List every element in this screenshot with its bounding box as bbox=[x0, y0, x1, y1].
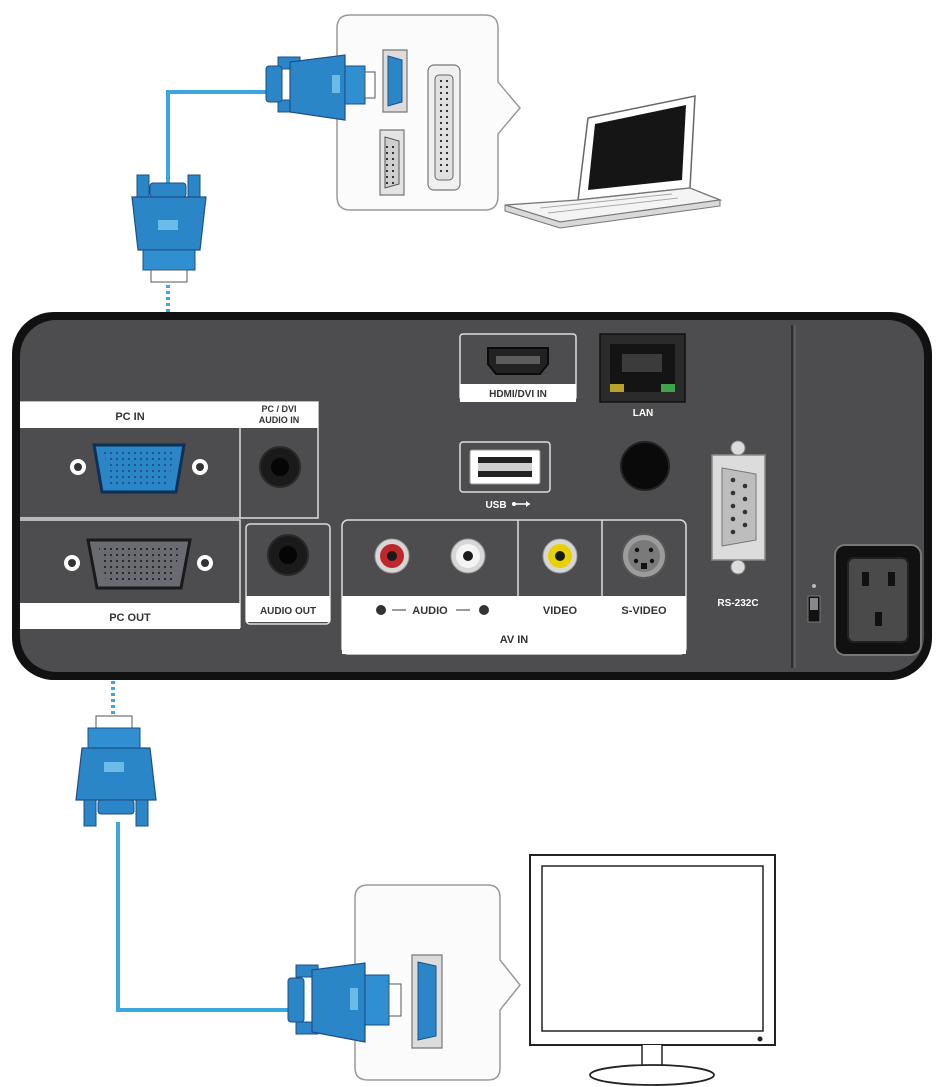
av-in-label: AV IN bbox=[500, 634, 529, 646]
video-jack-yellow[interactable] bbox=[542, 538, 578, 574]
hdmi-dvi-in-label: HDMI/DVI IN bbox=[489, 389, 547, 400]
monitor-vga-port-icon bbox=[411, 954, 443, 1049]
audio-out-label: AUDIO OUT bbox=[260, 606, 316, 617]
pc-out-port[interactable] bbox=[64, 538, 213, 590]
s-video-label: S-VIDEO bbox=[621, 605, 667, 617]
projector-rear-panel: PC IN PC / DVI AUDIO IN PC OUT AUDIO bbox=[12, 312, 932, 680]
usb-label: USB bbox=[485, 500, 506, 511]
pc-out-vga-plug-icon bbox=[75, 715, 157, 827]
audio-left-icon bbox=[376, 605, 386, 615]
pc-in-label: PC IN bbox=[115, 411, 144, 423]
laptop-vga-port-gray-icon bbox=[379, 129, 405, 196]
round-port[interactable] bbox=[620, 441, 670, 491]
laptop-vga-port-icon bbox=[382, 49, 408, 113]
pc-out-label: PC OUT bbox=[109, 612, 151, 624]
laptop-port-callout bbox=[336, 14, 521, 211]
pc-dvi-audio-in-label-2: AUDIO IN bbox=[259, 415, 300, 425]
audio-right-jack-white[interactable] bbox=[450, 538, 486, 574]
audio-right-icon bbox=[479, 605, 489, 615]
monitor-icon bbox=[529, 854, 776, 1086]
pc-dvi-audio-in-label-1: PC / DVI bbox=[261, 404, 296, 414]
lan-port[interactable] bbox=[599, 333, 686, 403]
bottom-vga-cable bbox=[111, 585, 296, 1012]
monitor-vga-plug-icon bbox=[287, 962, 402, 1043]
usb-port[interactable] bbox=[469, 449, 541, 485]
rs232c-port[interactable] bbox=[711, 440, 766, 575]
rs232c-label: RS-232C bbox=[717, 598, 758, 609]
pc-in-port[interactable] bbox=[70, 443, 208, 494]
audio-label: AUDIO bbox=[412, 605, 448, 617]
laptop-vga-plug-icon bbox=[265, 54, 376, 121]
power-switch[interactable] bbox=[807, 584, 821, 623]
pc-dvi-audio-in-jack[interactable] bbox=[259, 446, 301, 488]
video-label: VIDEO bbox=[543, 605, 578, 617]
s-video-jack[interactable] bbox=[621, 533, 667, 579]
laptop-parallel-port-icon bbox=[427, 64, 461, 191]
usb-icon bbox=[512, 501, 530, 507]
laptop-icon bbox=[504, 95, 723, 229]
monitor-port-callout bbox=[354, 884, 521, 1081]
pc-in-vga-plug-icon bbox=[131, 174, 207, 283]
lan-label: LAN bbox=[633, 408, 654, 419]
power-socket[interactable] bbox=[834, 544, 922, 656]
audio-out-jack[interactable] bbox=[267, 534, 309, 576]
audio-left-jack-red[interactable] bbox=[374, 538, 410, 574]
hdmi-dvi-in-port[interactable] bbox=[487, 347, 549, 375]
